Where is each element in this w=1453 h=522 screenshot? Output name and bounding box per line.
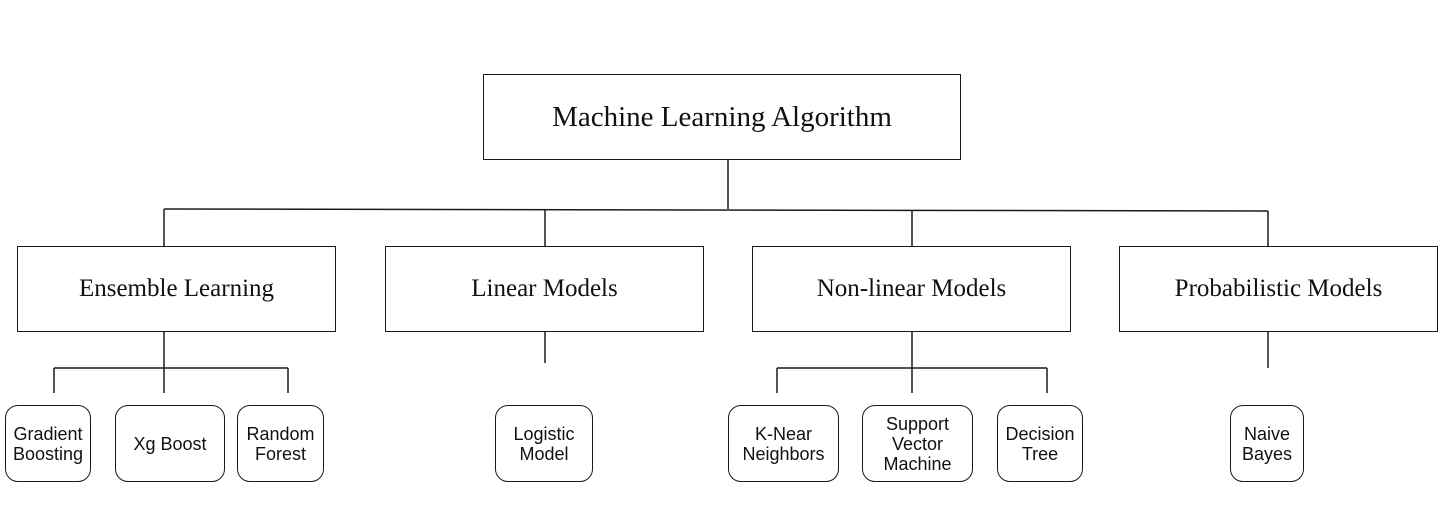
leaf-label-line: Vector (891, 433, 943, 454)
leaf-label-line: Xg Boost (133, 433, 207, 454)
leaf-label-line: Support (885, 413, 950, 434)
leaf-logistic-model: Logistic Model (495, 405, 593, 482)
leaf-label-line: Bayes (1241, 443, 1293, 464)
category-linear-models: Linear Models (385, 246, 704, 332)
leaf-label-line: Neighbors (742, 443, 825, 464)
leaf-label-line: K-Near (754, 423, 812, 444)
leaf-gradient-boosting: Gradient Boosting (5, 405, 91, 482)
leaf-label-line: Decision (1005, 423, 1075, 444)
leaf-support-vector-machine: Support Vector Machine (862, 405, 973, 482)
category-ensemble-learning: Ensemble Learning (17, 246, 336, 332)
leaf-label-line: Model (519, 443, 569, 464)
leaf-label-line: Naive (1243, 423, 1291, 444)
leaf-label-line: Boosting (12, 443, 84, 464)
category-label: Linear Models (471, 275, 618, 302)
leaf-label-line: Tree (1021, 443, 1059, 464)
leaf-label-line: Gradient (13, 423, 83, 444)
leaf-label-line: Random (246, 423, 315, 444)
leaf-naive-bayes: Naive Bayes (1230, 405, 1304, 482)
root-node-label: Machine Learning Algorithm (552, 100, 892, 133)
leaf-decision-tree: Decision Tree (997, 405, 1083, 482)
connector-main-bus (163, 208, 1269, 212)
leaf-label-line: Forest (254, 443, 306, 464)
category-label: Non-linear Models (816, 275, 1007, 302)
leaf-label-line: Machine (883, 453, 952, 474)
leaf-random-forest: Random Forest (237, 405, 324, 482)
leaf-xg-boost: Xg Boost (115, 405, 225, 482)
category-probabilistic-models: Probabilistic Models (1119, 246, 1438, 332)
category-label: Probabilistic Models (1174, 275, 1383, 302)
leaf-label-line: Logistic (513, 423, 575, 444)
category-non-linear-models: Non-linear Models (752, 246, 1071, 332)
leaf-k-near-neighbors: K-Near Neighbors (728, 405, 839, 482)
root-node: Machine Learning Algorithm (483, 74, 961, 160)
category-label: Ensemble Learning (78, 275, 275, 302)
